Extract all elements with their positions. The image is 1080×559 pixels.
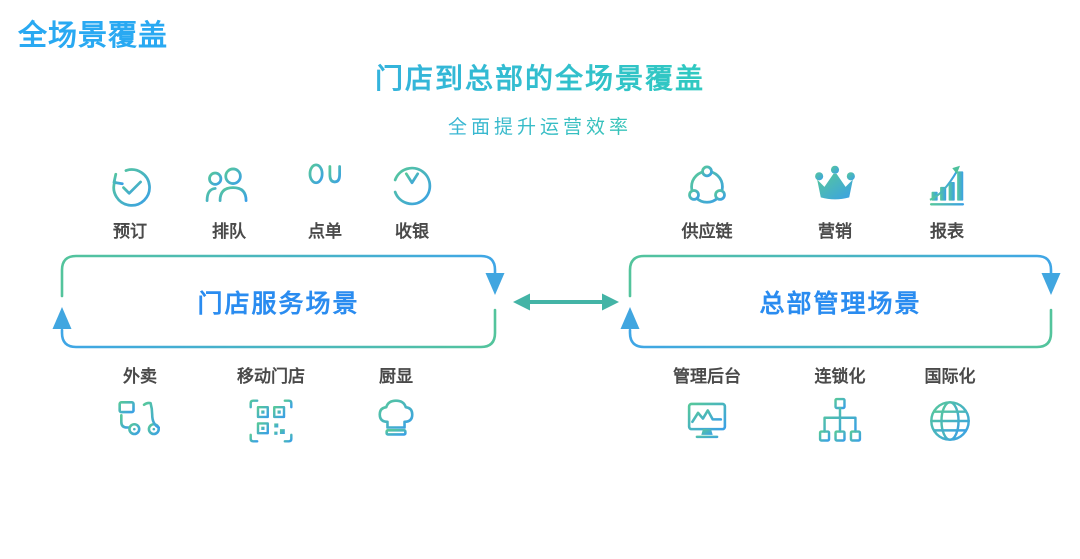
feature-label: 移动门店: [237, 367, 305, 386]
feature-takeout: 外卖: [85, 362, 195, 447]
feature-label: 预订: [113, 222, 147, 241]
bar-chart-icon: [921, 160, 973, 212]
feature-queue: 排队: [174, 160, 284, 242]
feature-label: 供应链: [681, 222, 733, 241]
delivery-scooter-icon: [114, 395, 166, 447]
feature-label: 外卖: [123, 367, 157, 386]
up-arrowhead-icon: [620, 307, 640, 329]
store-scene-box: 门店服务场景: [52, 254, 505, 349]
feature-label: 点单: [308, 222, 342, 241]
monitor-icon: [681, 395, 733, 447]
hq-scene-label: 总部管理场景: [759, 289, 922, 318]
page-title: 全场景覆盖: [18, 20, 169, 52]
feature-label: 连锁化: [814, 367, 866, 386]
feature-internationalization: 国际化: [895, 362, 1005, 447]
store-scene-label: 门店服务场景: [197, 289, 360, 318]
feature-supply-chain: 供应链: [652, 160, 762, 242]
cashier-icon: [386, 160, 438, 212]
feature-kitchen-display: 厨显: [341, 362, 451, 447]
feature-booking: 预订: [75, 160, 185, 242]
hq-scene-box: 总部管理场景: [620, 254, 1061, 349]
feature-mobile-store: 移动门店: [216, 362, 326, 447]
diagram-subtitle: 全面提升运营效率: [0, 112, 1080, 139]
cycle-border: [52, 254, 505, 349]
double-arrow-icon: [513, 293, 619, 311]
feature-order: 点单: [270, 160, 380, 242]
feature-label: 收银: [395, 222, 429, 241]
feature-label: 报表: [930, 222, 964, 241]
feature-label: 厨显: [379, 367, 413, 386]
feature-label: 排队: [212, 222, 246, 241]
order-icon: [299, 160, 351, 212]
diagram-title: 门店到总部的全场景覆盖: [0, 57, 1080, 97]
feature-chain: 连锁化: [785, 362, 895, 447]
feature-marketing: 营销: [780, 160, 890, 242]
feature-label: 管理后台: [673, 367, 741, 386]
down-arrowhead-icon: [485, 273, 505, 295]
org-tree-icon: [814, 395, 866, 447]
up-arrowhead-icon: [52, 307, 72, 329]
cycle-border: [620, 254, 1061, 349]
crown-icon: [809, 160, 861, 212]
feature-label: 国际化: [924, 367, 976, 386]
qr-code-icon: [245, 395, 297, 447]
supply-chain-icon: [681, 160, 733, 212]
queue-icon: [203, 160, 255, 212]
feature-admin-backend: 管理后台: [652, 362, 762, 447]
globe-icon: [924, 395, 976, 447]
feature-report: 报表: [892, 160, 1002, 242]
booking-icon: [104, 160, 156, 212]
feature-cashier: 收银: [357, 160, 467, 242]
chef-hat-icon: [370, 395, 422, 447]
feature-label: 营销: [818, 222, 852, 241]
down-arrowhead-icon: [1041, 273, 1061, 295]
